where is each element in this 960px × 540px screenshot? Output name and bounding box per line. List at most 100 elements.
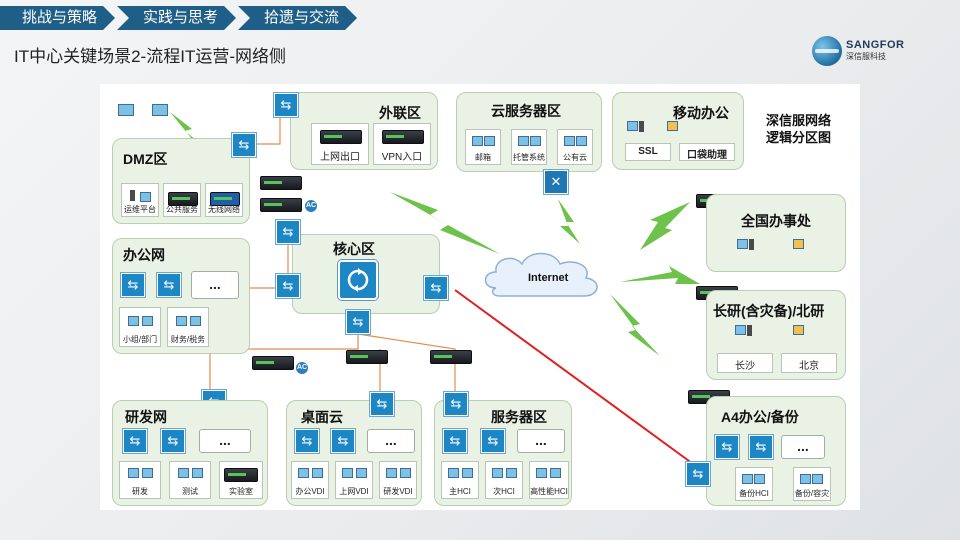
host-server-2[interactable]: 次HCI xyxy=(485,461,523,499)
switch-icon[interactable]: ⇆ xyxy=(424,276,448,300)
switch-icon[interactable]: ⇆ xyxy=(232,133,256,157)
core-switch-icon[interactable] xyxy=(338,260,378,300)
host-server-1-label: 次HCI xyxy=(493,487,515,496)
wireless-link-a4 xyxy=(610,294,660,356)
zone-desktop: 桌面云 ⇆ ⇆ ... 办公VDI 上网VDI 研发VDI xyxy=(286,400,422,506)
computer-icon xyxy=(142,316,153,326)
switch-icon[interactable]: ⇆ xyxy=(370,392,394,416)
network-diagram: DMZ区 运维平台 公共服务 无线网络 ⇆ AC 外联区 上网出口 VPN入口 … xyxy=(100,84,860,510)
zone-rd: 研发网 ⇆ ⇆ ... 研发 测试 实验室 xyxy=(112,400,268,506)
host-dmz-3-label: 无线网络 xyxy=(208,205,240,214)
computer-icon xyxy=(176,316,187,326)
wireless-link-branch xyxy=(620,266,700,284)
host-server-1[interactable]: 主HCI xyxy=(441,461,479,499)
router-x-icon[interactable]: ✕ xyxy=(544,170,568,194)
server-icon xyxy=(130,190,135,201)
host-dmz-2[interactable]: 公共服务 xyxy=(163,183,201,217)
laptop-icon xyxy=(152,104,168,116)
diagram-title: 深信服网络 逻辑分区图 xyxy=(766,112,831,146)
computer-icon xyxy=(742,474,753,484)
wireless-link-cloud xyxy=(558,199,580,244)
host-dmz-1[interactable]: 运维平台 xyxy=(121,183,159,217)
logo: SANGFOR 深信服科技 xyxy=(812,36,905,66)
server-icon xyxy=(747,325,752,336)
switch-icon[interactable]: ⇆ xyxy=(121,273,145,297)
switch-icon[interactable]: ⇆ xyxy=(276,220,300,244)
host-dmz-3[interactable]: 无线网络 xyxy=(205,183,243,217)
switch-icon[interactable]: ⇆ xyxy=(444,392,468,416)
computer-icon xyxy=(754,474,765,484)
switch-icon[interactable]: ⇆ xyxy=(443,429,467,453)
switch-icon[interactable]: ⇆ xyxy=(157,273,181,297)
host-branch-2[interactable]: 北京 xyxy=(781,353,837,373)
breadcrumb-item-1[interactable]: 挑战与策略 xyxy=(0,6,115,30)
page-title: IT中心关键场景2-流程IT运营-网络侧 xyxy=(14,47,286,66)
host-external-1[interactable]: 上网出口 xyxy=(311,123,369,165)
zone-rd-label: 研发网 xyxy=(125,409,167,425)
breadcrumb-item-3[interactable]: 拾遗与交流 xyxy=(238,6,357,30)
switch-icon[interactable]: ⇆ xyxy=(276,274,300,298)
host-office-1[interactable]: 小组/部门 xyxy=(119,307,161,347)
switch-icon[interactable]: ⇆ xyxy=(161,429,185,453)
computer-icon xyxy=(737,239,748,249)
computer-icon xyxy=(735,325,746,335)
computer-icon xyxy=(536,468,547,478)
host-mobile-2-label: 口袋助理 xyxy=(687,150,727,161)
host-server-1-label: 主HCI xyxy=(449,487,471,496)
host-external-2[interactable]: VPN入口 xyxy=(373,123,431,165)
zone-external-label: 外联区 xyxy=(379,105,421,121)
computer-icon xyxy=(128,468,139,478)
host-branch-1[interactable]: 长沙 xyxy=(717,353,773,373)
switch-icon[interactable]: ⇆ xyxy=(346,310,370,334)
host-a4-2[interactable]: 备份/容灾 xyxy=(793,467,831,501)
zone-dmz-label: DMZ区 xyxy=(123,151,168,167)
host-server-3[interactable]: 高性能HCI xyxy=(529,461,569,499)
switch-icon[interactable]: ⇆ xyxy=(331,429,355,453)
zone-a4-label: A4办公/备份 xyxy=(721,409,799,425)
host-dmz-2-label: 公共服务 xyxy=(166,205,198,214)
host-a4-1[interactable]: 备份HCI xyxy=(735,467,773,501)
computer-icon xyxy=(140,192,151,202)
host-desktop-1[interactable]: 办公VDI xyxy=(291,461,329,499)
firewall-icon xyxy=(260,176,302,190)
switch-icon[interactable]: ⇆ xyxy=(481,429,505,453)
host-cloud-2-label: 托管系统 xyxy=(513,153,545,162)
host-mobile-2[interactable]: 口袋助理 xyxy=(679,143,735,161)
switch-icon[interactable]: ⇆ xyxy=(715,435,739,459)
host-office-2[interactable]: 财务/税务 xyxy=(167,307,209,347)
wireless-link-national xyxy=(640,202,690,250)
logo-subtitle: 深信服科技 xyxy=(846,52,886,61)
zone-server: 服务器区 ⇆ ⇆ ... 主HCI 次HCI 高性能HCI xyxy=(434,400,572,506)
host-rd-1[interactable]: 研发 xyxy=(119,461,161,499)
computer-icon xyxy=(386,468,397,478)
zone-desktop-label: 桌面云 xyxy=(301,409,343,425)
link-server xyxy=(357,333,456,394)
host-desktop-3[interactable]: 研发VDI xyxy=(379,461,417,499)
host-desktop-2[interactable]: 上网VDI xyxy=(335,461,373,499)
ac-badge-icon: AC xyxy=(305,200,317,212)
computer-icon xyxy=(484,136,495,146)
server-icon xyxy=(749,239,754,250)
breadcrumb-item-2[interactable]: 实践与思考 xyxy=(117,6,236,30)
computer-icon xyxy=(462,468,473,478)
host-rd-3-label: 实验室 xyxy=(229,487,253,496)
switch-icon[interactable]: ⇆ xyxy=(749,435,773,459)
switch-icon[interactable]: ⇆ xyxy=(123,429,147,453)
host-mobile-1[interactable]: SSL xyxy=(625,143,671,161)
core-cycle-icon xyxy=(347,268,369,292)
switch-icon[interactable]: ⇆ xyxy=(274,93,298,117)
host-cloud-2[interactable]: 托管系统 xyxy=(511,129,547,165)
host-rd-2[interactable]: 测试 xyxy=(169,461,211,499)
switch-icon[interactable]: ⇆ xyxy=(686,462,710,486)
zone-national: 全国办事处 xyxy=(706,194,846,272)
switch-icon[interactable]: ⇆ xyxy=(295,429,319,453)
host-cloud-3[interactable]: 公有云 xyxy=(557,129,593,165)
zone-office: 办公网 ⇆ ⇆ ... 小组/部门 财务/税务 xyxy=(112,238,250,354)
host-cloud-1[interactable]: 邮箱 xyxy=(465,129,501,165)
router-icon xyxy=(320,130,362,144)
zone-cloud-service: 云服务器区 邮箱 托管系统 公有云 xyxy=(456,92,602,172)
computer-icon xyxy=(178,468,189,478)
host-rd-3[interactable]: 实验室 xyxy=(219,461,263,499)
computer-icon xyxy=(576,136,587,146)
host-external-1-label: 上网出口 xyxy=(320,152,360,163)
